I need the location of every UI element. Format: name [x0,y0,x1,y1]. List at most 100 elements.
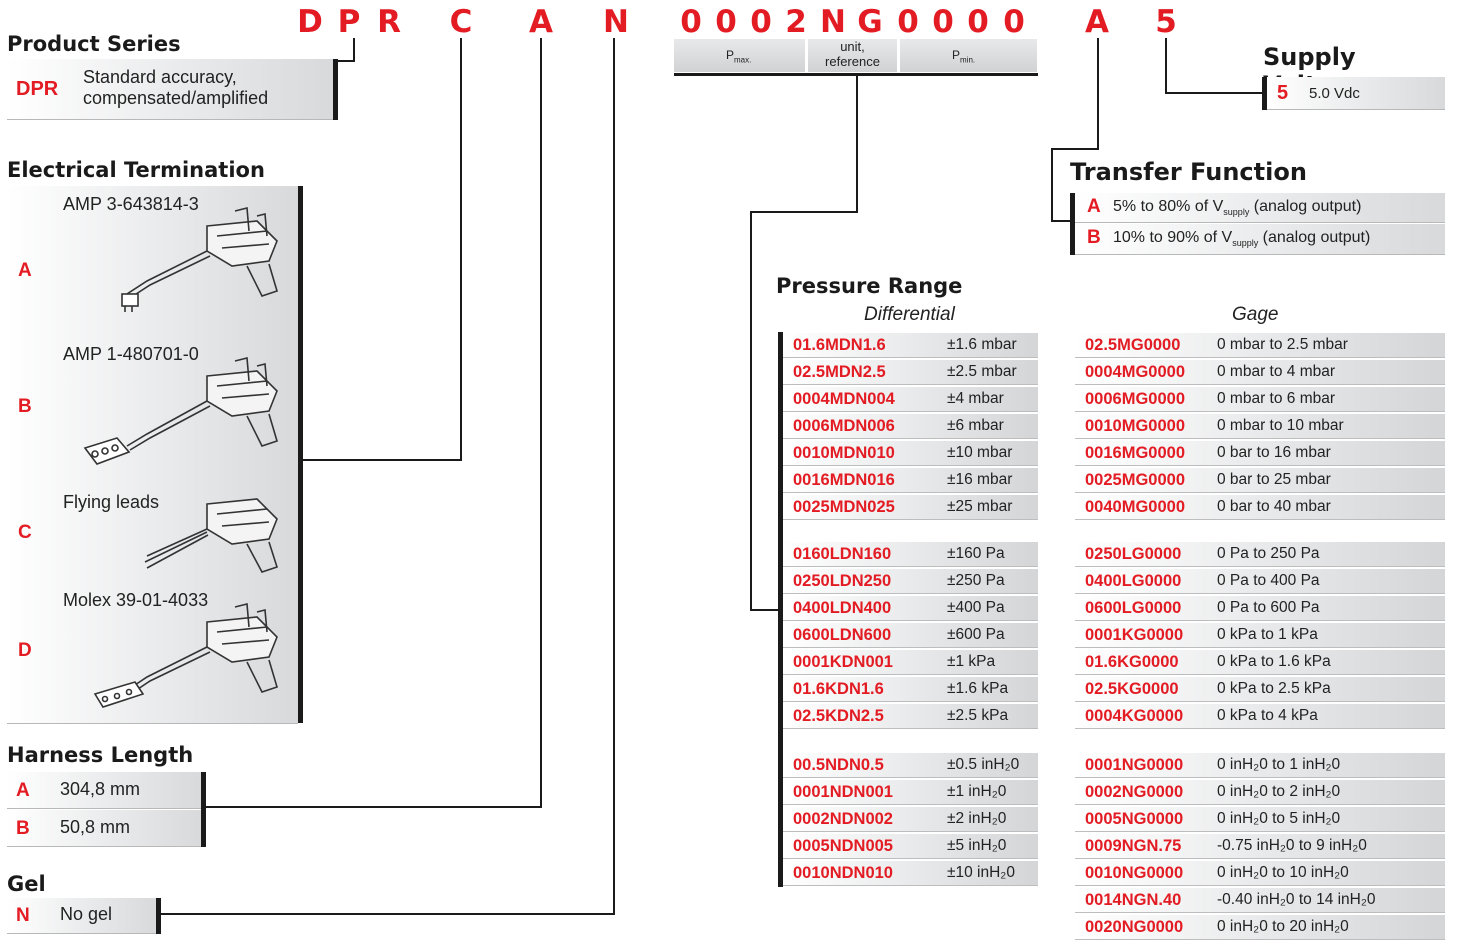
range-code: 0160LDN160 [793,545,892,563]
differential-range-row[interactable]: 0001NDN001±1 inH₂0 [783,780,1038,805]
connector-line [333,60,355,62]
range-code: 0004MDN004 [793,390,895,408]
connector-molex-icon [93,602,278,708]
differential-range-row[interactable]: 0004MDN004±4 mbar [783,387,1038,412]
range-code: 0600LG0000 [1085,599,1182,617]
differential-range-row[interactable]: 0005NDN005±5 inH₂0 [783,834,1038,859]
option-label: AMP 1-480701-0 [63,344,199,364]
differential-range-row[interactable]: 0010MDN010±10 mbar [783,441,1038,466]
range-code: 0400LG0000 [1085,572,1182,590]
range-code: 0250LDN250 [793,572,892,590]
harness-option-a[interactable]: A 304,8 mm [7,772,202,809]
harness-option-b[interactable]: B 50,8 mm [7,810,202,847]
gage-range-row[interactable]: 0009NGN.75-0.75 inH₂0 to 9 inH₂0 [1075,834,1445,859]
differential-range-row[interactable]: 01.6MDN1.6±1.6 mbar [783,333,1038,358]
differential-range-row[interactable]: 0250LDN250±250 Pa [783,569,1038,594]
range-code: 00.5NDN0.5 [793,756,884,774]
range-code: 0002NG0000 [1085,783,1184,801]
option-code: B [18,396,32,417]
range-code: 0400LDN400 [793,599,892,617]
connector-line [353,38,355,62]
transfer-option-b[interactable]: B 10% to 90% of Vsupply (analog output) [1075,224,1445,255]
gage-range-row[interactable]: 0014NGN.40-0.40 inH₂0 to 14 inH₂0 [1075,888,1445,913]
range-value: 0 kPa to 1.6 kPa [1217,653,1331,670]
differential-range-row[interactable]: 0016MDN016±16 mbar [783,468,1038,493]
option-description: Standard accuracy, [83,67,237,87]
option-label: 304,8 mm [60,779,141,799]
range-value: 0 Pa to 250 Pa [1217,545,1320,562]
supply-option-5[interactable]: 5 5.0 Vdc [1267,77,1445,110]
option-description: compensated/amplified [83,88,269,108]
code-letter: G [857,4,883,40]
transfer-option-a[interactable]: A 5% to 80% of Vsupply (analog output) [1075,193,1445,223]
differential-range-row[interactable]: 0010NDN010±10 inH₂0 [783,861,1038,886]
option-code: B [16,818,30,839]
differential-range-row[interactable]: 0001KDN001 ±1 kPa [783,650,1038,675]
differential-range-row[interactable]: 0002NDN002±2 inH₂0 [783,807,1038,832]
range-value: ±1 kPa [947,653,996,670]
range-value: 0 bar to 16 mbar [1217,444,1331,461]
option-code: C [18,522,32,543]
pmin-box: Pmin. [900,39,1037,72]
range-code: 0010NG0000 [1085,864,1184,882]
code-letter: 2 [785,4,807,40]
termination-option-c[interactable]: Flying leads C [7,484,298,583]
option-label-suffix: (analog output) [1249,198,1362,215]
differential-range-row[interactable]: 01.6KDN1.6±1.6 kPa [783,677,1038,702]
range-value: ±2 inH₂0 [947,810,1007,827]
range-value: 0 kPa to 4 kPa [1217,707,1318,724]
gel-option-n[interactable]: N No gel [7,898,157,934]
differential-range-row[interactable]: 0160LDN160±160 Pa [783,542,1038,567]
differential-range-row[interactable]: 00.5NDN0.5±0.5 inH₂0 [783,753,1038,778]
range-code: 0040MG0000 [1085,498,1185,516]
termination-option-b[interactable]: AMP 1-480701-0 B [7,336,298,485]
code-letter: 0 [932,4,954,40]
differential-range-row[interactable]: 0600LDN600±600 Pa [783,623,1038,648]
range-value: ±2.5 mbar [947,363,1017,380]
termination-option-d[interactable]: Molex 39-01-4033 D [7,582,298,724]
range-code: 0001KDN001 [793,653,893,671]
range-code: 0010NDN010 [793,864,893,882]
product-series-option[interactable]: DPR Standard accuracy, compensated/ampli… [7,59,334,120]
option-label: 5% to 80% of V [1113,198,1224,215]
differential-range-row[interactable]: 0006MDN006±6 mbar [783,414,1038,439]
range-code: 0020NG0000 [1085,918,1184,936]
option-label: 10% to 90% of V [1113,229,1233,246]
differential-range-row[interactable]: 0025MDN025±25 mbar [783,495,1038,520]
code-letter: 5 [1155,4,1177,40]
range-code: 0010MG0000 [1085,417,1185,435]
differential-range-row[interactable]: 0400LDN400±400 Pa [783,596,1038,621]
differential-range-row[interactable]: 02.5KDN2.5±2.5 kPa [783,704,1038,729]
differential-range-row[interactable]: 02.5MDN2.5±2.5 mbar [783,360,1038,385]
code-letter: R [377,4,401,40]
pmin-label: P [952,48,961,62]
connector-line [750,211,858,213]
termination-option-a[interactable]: AMP 3-643814-3 A [7,186,298,337]
option-label: Flying leads [63,492,160,512]
range-value: -0.40 inH₂0 to 14 inH₂0 [1217,891,1376,908]
range-value: ±16 mbar [947,471,1013,488]
harness-length-title: Harness Length [7,743,194,767]
connector-amp-3-icon [121,206,278,312]
connector-line [301,459,462,461]
range-code: 0001NG0000 [1085,756,1184,774]
